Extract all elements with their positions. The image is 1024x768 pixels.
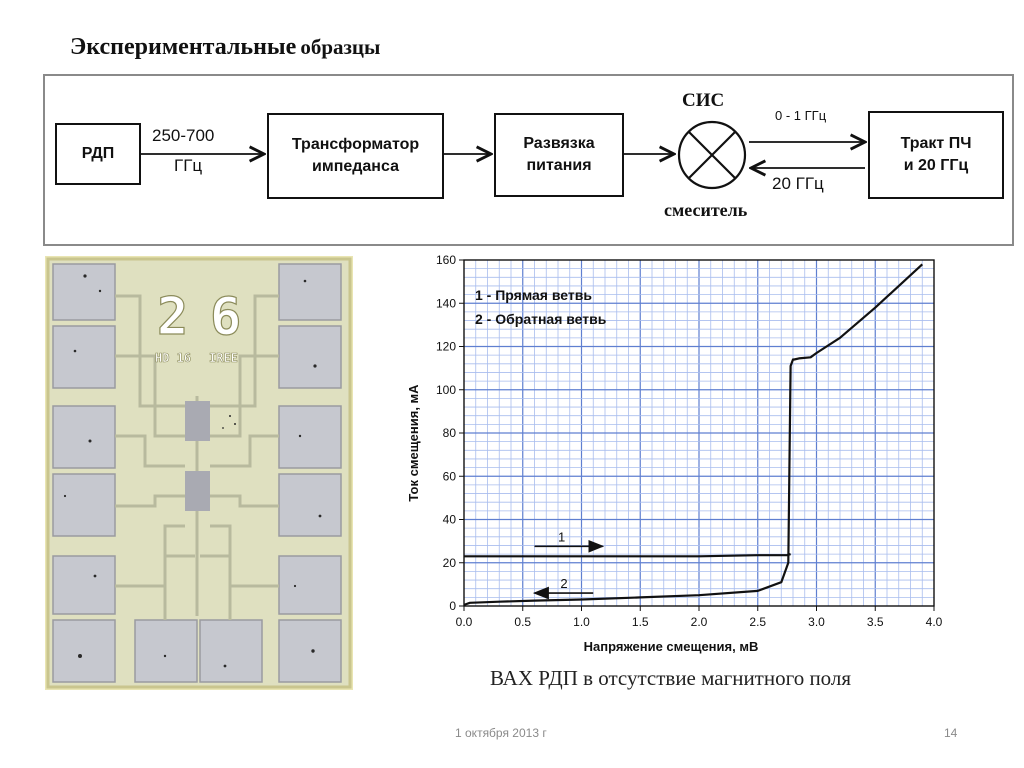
y-tick-label: 80 [443,426,457,440]
legend-line-2: 2 - Обратная ветвь [475,311,607,327]
footer-page-number: 14 [944,726,958,740]
diagram-connections [141,120,1016,190]
input-freq-line2: ГГц [174,156,203,175]
x-tick-label: 0.5 [514,615,531,629]
y-tick-label: 120 [436,340,456,354]
y-tick-label: 160 [436,253,456,267]
branch-2-label: 2 [560,576,567,591]
x-tick-label: 1.5 [632,615,649,629]
footer-date: 1 октября 2013 г [455,726,547,740]
x-tick-label: 4.0 [926,615,943,629]
y-tick-label: 100 [436,383,456,397]
y-tick-label: 60 [443,469,457,483]
slide-title: Экспериментальные образцы [70,34,380,61]
if-freq-label: 0 - 1 ГГц [775,108,827,123]
input-freq-line1: 250-700 [152,126,215,145]
block-if-chain: Тракт ПЧ и 20 ГГц [868,111,1004,199]
y-axis-label: Ток смещения, мА [406,384,421,502]
block-if-line2: и 20 ГГц [903,157,969,174]
block-rdp: РДП [55,123,141,185]
chip-label-left: 2 [157,287,188,347]
mixer-label-top: СИС [682,90,725,111]
legend-line-1: 1 - Прямая ветвь [475,287,592,303]
block-diagram: РДП 250-700 ГГц Трансформатор импеданса … [43,74,1014,246]
chip-photo: 2 6 HD 16 IREE [45,256,353,690]
block-if-line1: Тракт ПЧ [900,135,972,152]
mixer-label-bottom: смеситель [664,200,748,220]
iv-chart: 0.0 0.5 1.0 1.5 2.0 2.5 3.0 3.5 4.0 0 20 40 60 80 100 1… [406,253,943,654]
x-tick-label: 2.5 [749,615,766,629]
block-bias-line2: питания [526,157,592,174]
y-tick-label: 20 [443,556,457,570]
chip-label-right: 6 [210,287,241,347]
x-tick-label: 1.0 [573,615,590,629]
block-bias-line1: Развязка [523,135,595,152]
block-transformer-line1: Трансформатор [291,136,420,153]
block-transformer-line2: импеданса [312,158,399,175]
series-line-2 [464,553,791,558]
x-axis-label: Напряжение смещения, мВ [584,639,759,654]
slide-title-rest: образцы [300,35,381,59]
block-rdp-label: РДП [81,145,115,162]
series-line-1 [463,263,924,606]
mixer-symbol [677,120,747,190]
x-tick-label: 2.0 [691,615,708,629]
branch-1-label: 1 [558,529,565,544]
chip-sub-left: HD 16 [155,351,191,365]
y-tick-label: 40 [443,513,457,527]
y-tick-label: 140 [436,296,456,310]
iv-plot: 0.0 0.5 1.0 1.5 2.0 2.5 3.0 3.5 4.0 0 20 40 60 80 100 1… [402,250,962,667]
x-tick-label: 0.0 [456,615,473,629]
chip-sub-right: IREE [209,351,238,365]
x-tick-label: 3.5 [867,615,884,629]
lo-freq-label: 20 ГГц [772,174,824,193]
y-tick-label: 0 [449,599,456,613]
x-tick-label: 3.0 [808,615,825,629]
chart-caption: ВАХ РДП в отсутствие магнитного поля [490,666,852,690]
block-bias-tee: Развязка питания [494,113,624,197]
block-transformer: Трансформатор импеданса [267,113,444,199]
slide-title-bold: Экспериментальные [70,34,297,60]
